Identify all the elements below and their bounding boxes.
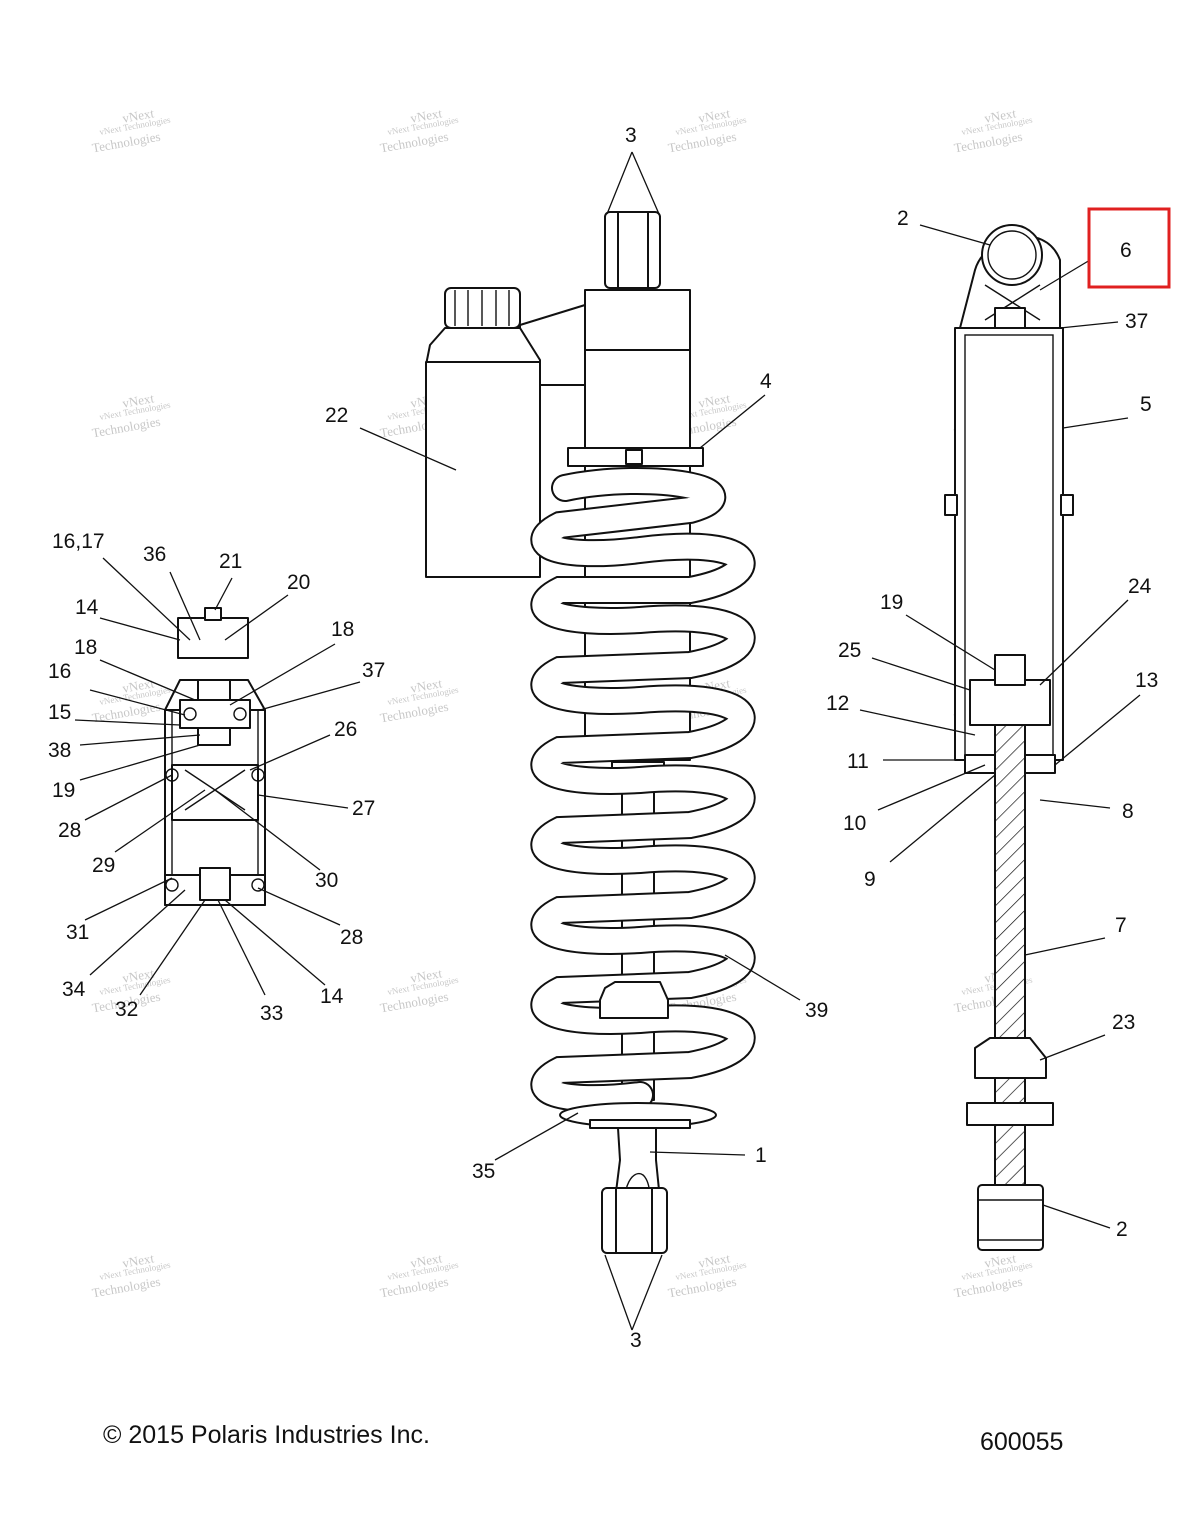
callout-label: 37 (362, 659, 385, 682)
bottom-eyelet (977, 1184, 1044, 1251)
callout-label: 16,17 (52, 530, 105, 553)
svg-text:vNext: vNext (121, 675, 155, 695)
leader-lines (74, 151, 1141, 1331)
left-reservoir-cutaway (164, 607, 266, 906)
reservoir-cap (177, 617, 249, 659)
right-shock-exploded (944, 224, 1074, 1251)
callout-label: 8 (1122, 800, 1134, 823)
svg-text:vNext: vNext (697, 390, 731, 410)
callout-label: 1 (755, 1144, 767, 1167)
callout-label: 35 (472, 1160, 495, 1183)
svg-text:vNext: vNext (409, 675, 443, 695)
svg-text:vNext: vNext (121, 965, 155, 985)
callout-label: 20 (287, 571, 310, 594)
svg-text:vNext: vNext (121, 390, 155, 410)
coil-spring (530, 467, 756, 1113)
svg-text:vNext: vNext (983, 105, 1017, 125)
svg-text:vNext: vNext (983, 1250, 1017, 1270)
callout-label: 27 (352, 797, 375, 820)
callout-label: 3 (630, 1329, 642, 1352)
callout-label-highlighted: 6 (1120, 239, 1132, 262)
callout-label: 2 (1116, 1218, 1128, 1241)
callout-label: 28 (58, 819, 81, 842)
callout-label: 15 (48, 701, 71, 724)
callout-label: 34 (62, 978, 86, 1001)
highlight-box (1087, 207, 1171, 289)
callout-label: 9 (864, 868, 876, 891)
callout-label: 4 (760, 370, 772, 393)
callout-label: 14 (75, 596, 99, 619)
callout-label: 32 (115, 998, 138, 1021)
callout-label: 11 (847, 750, 869, 773)
floating-piston (171, 764, 259, 821)
bump-stop (599, 981, 669, 1019)
callout-label: 33 (260, 1002, 283, 1025)
callout-label: 29 (92, 854, 115, 877)
callout-label: 28 (340, 926, 363, 949)
callout-label: 26 (334, 718, 357, 741)
copyright-text: © 2015 Polaris Industries Inc. (103, 1421, 430, 1449)
callout-label: 39 (805, 999, 828, 1022)
callout-label: 10 (843, 812, 866, 835)
callout-label: 2 (897, 207, 909, 230)
bumper (974, 1037, 1047, 1079)
reservoir-head (425, 327, 541, 366)
top-eyelet-inner (617, 211, 649, 289)
svg-text:vNext: vNext (409, 1250, 443, 1270)
diagram-number: 600055 (980, 1428, 1063, 1456)
callout-label: 31 (66, 921, 89, 944)
svg-text:vNext: vNext (697, 105, 731, 125)
callout-label: 22 (325, 404, 348, 427)
callout-label: 12 (826, 692, 849, 715)
callout-label: 38 (48, 739, 71, 762)
callout-label: 36 (143, 543, 166, 566)
callout-label: 13 (1135, 669, 1158, 692)
svg-text:vNext: vNext (697, 1250, 731, 1270)
callout-label: 18 (74, 636, 97, 659)
reservoir-body (425, 361, 541, 578)
body-cap (584, 289, 691, 351)
seat-plate (966, 1102, 1054, 1126)
eye-bushing (981, 224, 1043, 286)
svg-text:vNext: vNext (409, 105, 443, 125)
svg-text:vNext: vNext (121, 105, 155, 125)
piston (969, 679, 1051, 726)
svg-text:vNext: vNext (121, 1250, 155, 1270)
callout-label: 5 (1140, 393, 1152, 416)
callout-label: 18 (331, 618, 354, 641)
callout-label: 16 (48, 660, 71, 683)
callout-labels: 3 3 4 22 39 35 1 2 6 37 5 19 24 25 13 12… (48, 124, 1171, 1352)
svg-text:vNext: vNext (409, 965, 443, 985)
callout-label: 24 (1128, 575, 1152, 598)
callout-label: 7 (1115, 914, 1127, 937)
callout-label: 37 (1125, 310, 1148, 333)
callout-label: 19 (880, 591, 903, 614)
callout-label: 25 (838, 639, 861, 662)
callout-label: 3 (625, 124, 637, 147)
callout-label: 23 (1112, 1011, 1135, 1034)
center-shock-assembly (425, 211, 756, 1254)
callout-label: 21 (219, 550, 242, 573)
callout-label: 30 (315, 869, 338, 892)
callout-label: 19 (52, 779, 75, 802)
callout-label: 14 (320, 985, 344, 1008)
